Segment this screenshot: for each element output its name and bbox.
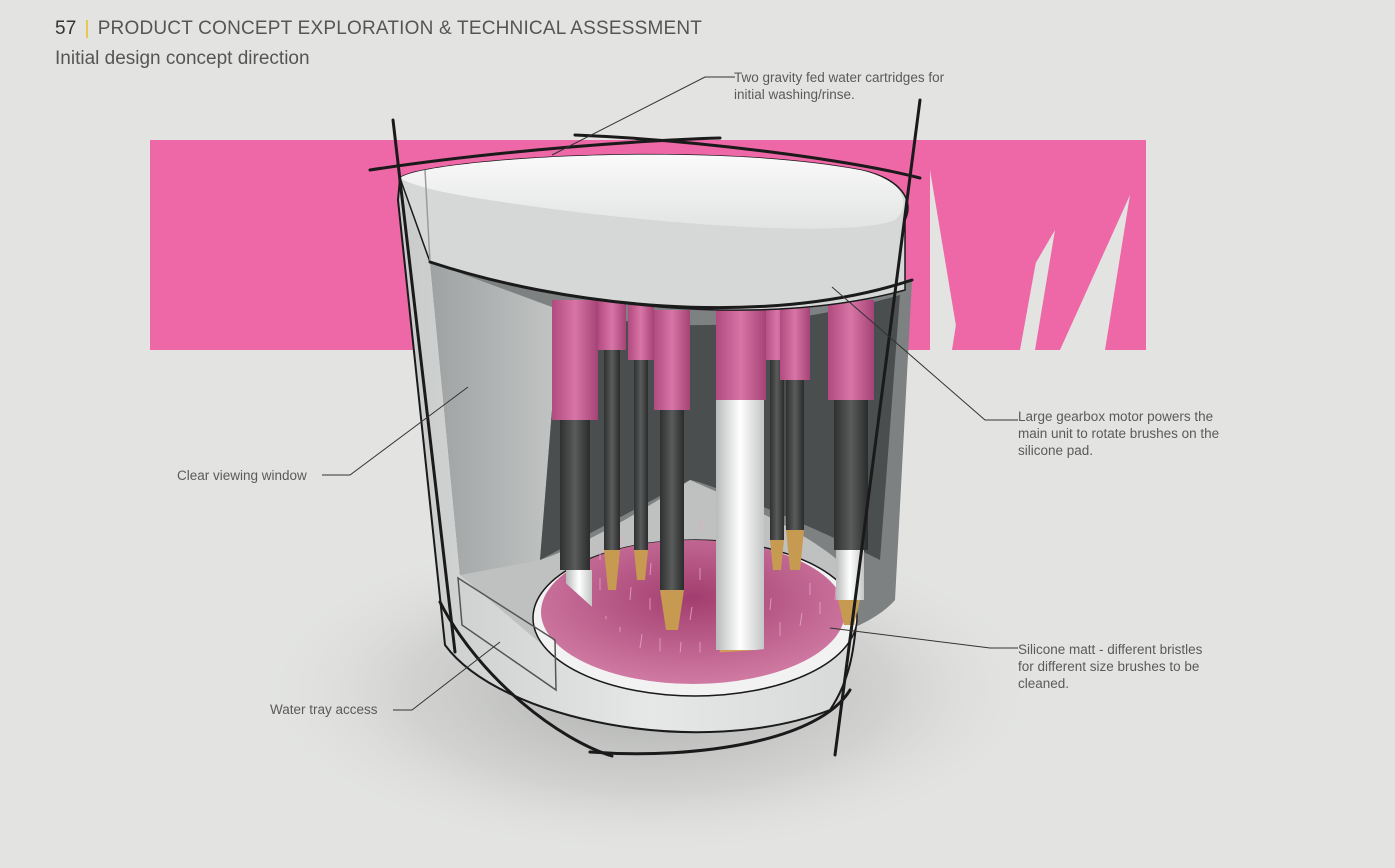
page-header: 57 | PRODUCT CONCEPT EXPLORATION & TECHNIC…	[55, 18, 702, 70]
lid-top	[400, 154, 904, 229]
callout-tray-text: Water tray access	[270, 702, 378, 717]
leader-gearbox	[831, 286, 1018, 421]
lid-seam	[424, 169, 431, 263]
leader-cartridges	[551, 76, 735, 156]
callout-gearbox: Large gearbox motor powers the main unit…	[1018, 408, 1240, 459]
callout-gearbox-line1: Large gearbox motor powers the	[1018, 409, 1214, 424]
leader-lines	[322, 76, 1018, 711]
header-line: 57 | PRODUCT CONCEPT EXPLORATION & TECHNIC…	[55, 18, 702, 40]
callout-cartridges-line2: initial washing/rinse.	[734, 87, 855, 102]
callout-window: Clear viewing window	[177, 467, 327, 484]
brush	[654, 310, 690, 630]
header-divider: |	[84, 18, 90, 39]
leader-silicone	[829, 627, 1018, 649]
callout-silicone-line2: for different size brushes to be	[1018, 659, 1200, 674]
page-number: 57	[55, 18, 77, 39]
callout-silicone-line3: cleaned.	[1018, 676, 1070, 691]
water-tray-panel	[457, 576, 557, 692]
brush	[628, 305, 654, 580]
callout-gearbox-line2: main unit to rotate brushes on the	[1018, 426, 1220, 441]
leader-tray	[393, 641, 501, 711]
callout-tray: Water tray access	[270, 701, 400, 718]
callout-cartridges-line1: Two gravity fed water cartridges for	[734, 70, 945, 85]
page-subtitle: Initial design concept direction	[55, 48, 310, 69]
brush	[716, 300, 766, 653]
leader-window	[322, 386, 469, 476]
callout-silicone: Silicone matt - different bristles for d…	[1018, 641, 1218, 692]
callout-silicone-line1: Silicone matt - different bristles	[1018, 642, 1203, 657]
brush-set	[552, 300, 874, 653]
page-title: PRODUCT CONCEPT EXPLORATION & TECHNICAL …	[97, 18, 703, 39]
callout-cartridges: Two gravity fed water cartridges for ini…	[734, 69, 974, 103]
callout-gearbox-line3: silicone pad.	[1018, 443, 1094, 458]
brush	[780, 300, 810, 570]
callout-window-text: Clear viewing window	[177, 468, 307, 483]
left-inner-wall	[430, 262, 560, 575]
brush	[598, 300, 626, 590]
